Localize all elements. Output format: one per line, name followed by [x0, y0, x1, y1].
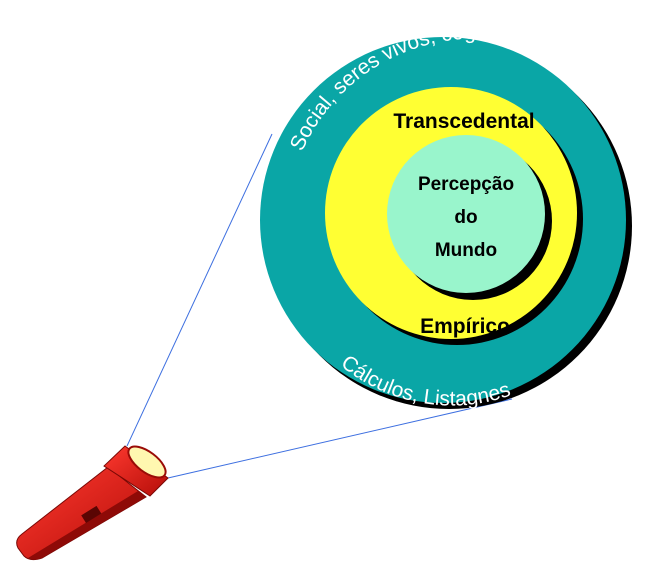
flashlight-handle-shade — [28, 491, 146, 560]
flashlight-icon — [16, 445, 169, 561]
center-circle — [387, 135, 545, 293]
center-label-line-2: do — [454, 207, 477, 228]
beam-line-top — [126, 133, 273, 447]
flashlight-switch — [81, 505, 102, 524]
middle-bottom-label: Empírico — [420, 315, 510, 338]
flashlight-handle — [16, 466, 147, 561]
middle-top-label: Transcedental — [393, 110, 534, 133]
center-label-line-3: Mundo — [435, 240, 497, 261]
beam-line-bottom — [167, 398, 513, 479]
center-label-line-1: Percepção — [418, 174, 514, 195]
flashlight-lens — [127, 445, 167, 479]
